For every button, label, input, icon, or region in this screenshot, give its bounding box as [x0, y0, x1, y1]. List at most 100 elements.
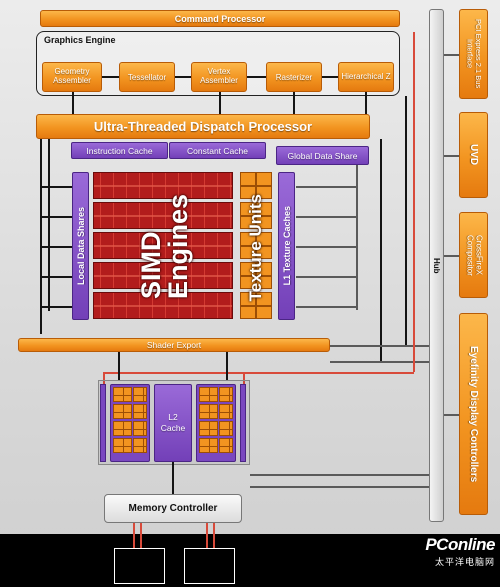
- texture-unit-3: [240, 232, 272, 259]
- eyefinity-display-controllers-block: Eyefinity Display Controllers: [459, 313, 488, 515]
- constant-cache-label: Constant Cache: [187, 145, 248, 156]
- left-feed-vertical-2: [48, 139, 50, 311]
- row-feed-1: [40, 186, 72, 188]
- vertex-assembler-label: Vertex Assembler: [200, 67, 238, 85]
- uvd-label: UVD: [468, 144, 479, 166]
- texture-unit-5: [240, 292, 272, 319]
- tessellator-label: Tessellator: [127, 72, 167, 82]
- memory-chip-right: [184, 548, 235, 584]
- hub-link-eyefinity: [444, 414, 459, 416]
- watermark: PConline 太平洋电脑网: [395, 535, 495, 586]
- constant-cache-block: Constant Cache: [169, 142, 266, 159]
- shader-export-block: Shader Export: [18, 338, 330, 352]
- right-l2-rail: [240, 384, 246, 462]
- red-return-horizontal: [103, 372, 414, 374]
- l2-to-memctrl: [172, 462, 174, 494]
- red-return-vertical: [413, 32, 415, 372]
- row-return-4: [296, 276, 356, 278]
- left-cell-1: [113, 387, 132, 402]
- texture-units-label-wrap: Texture Units: [238, 175, 274, 320]
- right-cell-5: [199, 421, 218, 436]
- memctrl-to-hub: [250, 486, 430, 488]
- vertex-assembler-block: Vertex Assembler: [191, 62, 247, 92]
- row-feed-3: [40, 246, 72, 248]
- pcie-bus-interface-block: PCI Express 2.1 Bus Interface: [459, 9, 488, 99]
- l2-cache-block: L2 Cache: [154, 384, 192, 462]
- tessellator-block: Tessellator: [119, 62, 175, 92]
- ge-link-2: [175, 76, 191, 78]
- command-processor-label: Command Processor: [174, 13, 266, 24]
- hub-label: Hub: [432, 257, 441, 274]
- local-data-shares-label: Local Data Shares: [75, 206, 86, 286]
- ge-link-4: [322, 76, 338, 78]
- export-down-right: [226, 352, 228, 380]
- hierarchical-z-block: Hierarchical Z: [338, 62, 394, 92]
- simd-label-line1: SIMD: [136, 232, 166, 300]
- row-feed-4: [40, 276, 72, 278]
- simd-engines-label: SIMD Engines: [120, 182, 210, 312]
- ge-link-3: [247, 76, 266, 78]
- eyefinity-display-controllers-label: Eyefinity Display Controllers: [468, 345, 479, 483]
- geometry-assembler-label: Geometry Assembler: [53, 67, 91, 85]
- dispatch-to-hub: [330, 361, 430, 363]
- hub-link-crossfire: [444, 255, 459, 257]
- left-cell-6: [133, 421, 147, 436]
- l1-texture-caches-block: L1 Texture Caches: [278, 172, 295, 320]
- memory-controller-block: Memory Controller: [104, 494, 242, 523]
- row-return-5: [296, 306, 356, 308]
- mem-link-l2: [140, 523, 142, 548]
- right-cell-4: [219, 404, 233, 419]
- right-cell-6: [219, 421, 233, 436]
- dispatch-processor-label: Ultra-Threaded Dispatch Processor: [93, 119, 313, 134]
- hub-link-pcie: [444, 54, 459, 56]
- command-processor-block: Command Processor: [40, 10, 400, 27]
- red-drop-left: [103, 372, 105, 384]
- cluster-to-hub: [250, 474, 430, 476]
- dispatch-right-wire: [380, 139, 382, 361]
- ge-link-1: [102, 76, 119, 78]
- gds-return-vertical: [356, 165, 358, 310]
- local-data-shares-block: Local Data Shares: [72, 172, 89, 320]
- l1-texture-caches-label: L1 Texture Caches: [281, 206, 292, 286]
- texture-units-label: Texture Units: [246, 193, 265, 302]
- simd-row-5: [93, 292, 233, 319]
- hierarchical-z-label: Hierarchical Z: [341, 71, 391, 81]
- right-cell-3: [199, 404, 218, 419]
- pcie-bus-interface-label: PCI Express 2.1 Bus Interface: [465, 19, 483, 89]
- simd-row-1: [93, 172, 233, 199]
- left-feed-vertical: [40, 139, 42, 334]
- mem-link-r2: [213, 523, 215, 548]
- watermark-sub: 太平洋电脑网: [434, 556, 495, 567]
- global-data-share-label: Global Data Share: [287, 150, 358, 161]
- crossfirex-compositor-label: CrossFireX Compositor: [465, 234, 484, 276]
- graphics-engine-title: Graphics Engine: [44, 35, 116, 45]
- right-cell-2: [219, 387, 233, 402]
- global-data-share-block: Global Data Share: [276, 146, 369, 165]
- row-feed-5: [40, 306, 72, 308]
- left-cell-2: [133, 387, 147, 402]
- rasterizer-label: Rasterizer: [275, 72, 313, 82]
- instruction-cache-block: Instruction Cache: [71, 142, 168, 159]
- memory-controller-label: Memory Controller: [128, 503, 218, 514]
- simd-label-line2: Engines: [163, 194, 193, 300]
- row-feed-2: [40, 216, 72, 218]
- mem-link-l1: [133, 523, 135, 548]
- instruction-cache-label: Instruction Cache: [86, 145, 153, 156]
- hub-link-uvd: [444, 155, 459, 157]
- left-cell-5: [113, 421, 132, 436]
- simd-row-2: [93, 202, 233, 229]
- right-cell-1: [199, 387, 218, 402]
- left-cell-8: [133, 438, 147, 453]
- export-down-left: [118, 352, 120, 380]
- right-cell-8: [219, 438, 233, 453]
- memory-chip-left: [114, 548, 165, 584]
- texture-unit-1: [240, 172, 272, 199]
- hub-bar: Hub: [429, 9, 444, 522]
- ge-down-3: [293, 92, 295, 114]
- left-l2-rail: [100, 384, 106, 462]
- geometry-assembler-block: Geometry Assembler: [42, 62, 102, 92]
- texture-unit-4: [240, 262, 272, 289]
- watermark-brand: PConline: [425, 535, 495, 554]
- graphics-right-wire: [405, 96, 407, 346]
